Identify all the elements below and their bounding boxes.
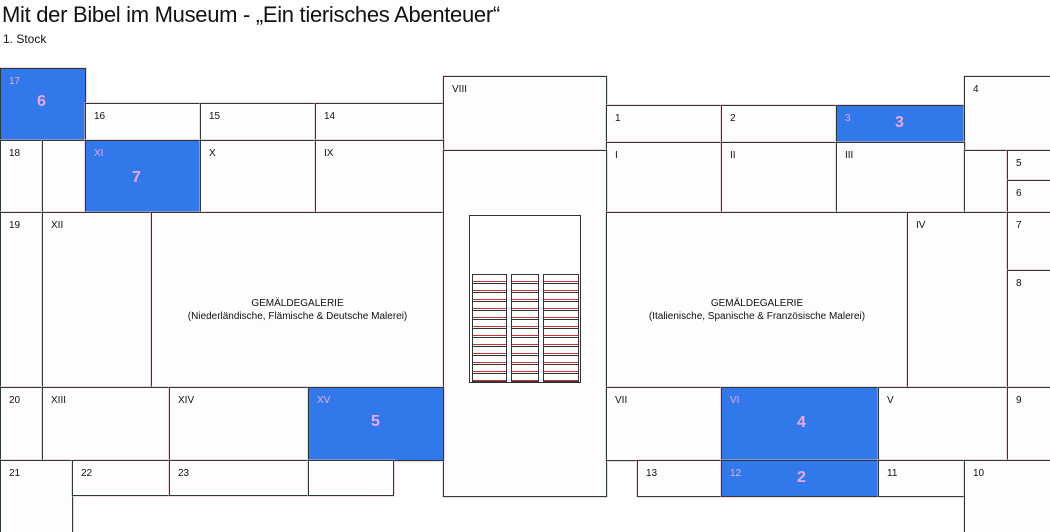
- stair-flight: [511, 274, 539, 382]
- room-6[interactable]: 6: [1007, 180, 1050, 213]
- room-16[interactable]: 16: [85, 103, 201, 141]
- room-label: III: [845, 150, 854, 161]
- room-label: 16: [94, 111, 106, 122]
- gallery-subtitle: (Italienische, Spanische & Französische …: [648, 311, 866, 322]
- room-label: 20: [9, 395, 21, 406]
- room-label: 4: [973, 84, 979, 95]
- room-IV[interactable]: IV: [907, 212, 1008, 388]
- room-label: XV: [317, 395, 331, 406]
- gallery-right[interactable]: GEMÄLDEGALERIE (Italienische, Spanische &…: [606, 212, 908, 388]
- room-X[interactable]: X: [200, 140, 316, 213]
- room-5[interactable]: 5: [1007, 150, 1050, 181]
- room-label: IV: [916, 220, 926, 231]
- room-label: 8: [1016, 278, 1022, 289]
- room-XV[interactable]: XV 5: [308, 387, 444, 461]
- room-19[interactable]: 19: [0, 212, 43, 388]
- room-label: XIII: [51, 395, 67, 406]
- room-label: VI: [730, 395, 740, 406]
- room-label: V: [887, 395, 894, 406]
- corridor-right[interactable]: [964, 150, 1008, 213]
- stair-flight: [472, 274, 507, 382]
- room-23[interactable]: 23: [169, 460, 309, 496]
- gallery-right-label: GEMÄLDEGALERIE (Italienische, Spanische &…: [607, 297, 907, 323]
- room-label: 19: [9, 220, 21, 231]
- room-10[interactable]: 10: [964, 460, 1050, 532]
- room-label: IX: [324, 148, 334, 159]
- room-label: 17: [9, 76, 21, 87]
- station-number: 7: [132, 169, 141, 186]
- room-VI[interactable]: VI 4: [721, 387, 879, 461]
- room-label: 7: [1016, 220, 1022, 231]
- room-VII[interactable]: VII: [606, 387, 722, 461]
- room-XIV[interactable]: XIV: [169, 387, 309, 461]
- room-label: 21: [9, 468, 21, 479]
- room-label: X: [209, 148, 216, 159]
- room-label: 14: [324, 111, 336, 122]
- room-label: 15: [209, 111, 221, 122]
- room-9[interactable]: 9: [1007, 387, 1050, 461]
- room-label: VII: [615, 395, 628, 406]
- room-18[interactable]: 18: [0, 140, 43, 213]
- room-label: 23: [178, 468, 190, 479]
- room-label: 18: [9, 148, 21, 159]
- room-XIII[interactable]: XIII: [42, 387, 170, 461]
- room-label: 11: [887, 468, 898, 479]
- room-label: 13: [646, 468, 658, 479]
- room-21[interactable]: 21: [0, 460, 73, 532]
- room-label: 9: [1016, 395, 1022, 406]
- room-18-annex[interactable]: [42, 140, 86, 213]
- staircase: [469, 215, 581, 383]
- station-number: 2: [797, 469, 806, 486]
- station-number: 5: [371, 413, 380, 430]
- page-title: Mit der Bibel im Museum - „Ein tierische…: [2, 2, 500, 27]
- room-I[interactable]: I: [606, 142, 722, 213]
- room-label: 22: [81, 468, 93, 479]
- gallery-title: GEMÄLDEGALERIE: [251, 298, 344, 309]
- room-label: 12: [730, 468, 742, 479]
- room-1[interactable]: 1: [606, 105, 722, 143]
- room-22[interactable]: 22: [72, 460, 170, 496]
- room-20[interactable]: 20: [0, 387, 43, 461]
- room-II[interactable]: II: [721, 142, 837, 213]
- room-IX[interactable]: IX: [315, 140, 444, 213]
- room-15[interactable]: 15: [200, 103, 316, 141]
- room-III[interactable]: III: [836, 142, 965, 213]
- room-label: XI: [94, 148, 104, 159]
- room-4[interactable]: 4: [964, 76, 1050, 151]
- room-VIII[interactable]: VIII: [443, 76, 607, 151]
- room-label: II: [730, 150, 736, 161]
- gallery-left-label: GEMÄLDEGALERIE (Niederländische, Flämisch…: [152, 297, 443, 323]
- room-11[interactable]: 11: [878, 460, 965, 497]
- room-12[interactable]: 12 2: [721, 460, 879, 497]
- station-number: 3: [895, 114, 904, 131]
- station-number: 6: [37, 93, 46, 110]
- room-label: 2: [730, 113, 736, 124]
- room-XI[interactable]: XI 7: [85, 140, 201, 213]
- room-label: XIV: [178, 395, 195, 406]
- room-unlabeled[interactable]: [308, 460, 394, 496]
- room-V[interactable]: V: [878, 387, 1008, 461]
- stair-flight: [543, 274, 579, 382]
- room-label: 10: [973, 468, 985, 479]
- room-label: 1: [615, 113, 621, 124]
- room-label: 6: [1016, 188, 1022, 199]
- room-label: 5: [1016, 158, 1022, 169]
- room-label: I: [615, 150, 618, 161]
- room-7[interactable]: 7: [1007, 212, 1050, 271]
- gallery-subtitle: (Niederländische, Flämische & Deutsche M…: [187, 311, 408, 322]
- room-8[interactable]: 8: [1007, 270, 1050, 388]
- room-14[interactable]: 14: [315, 103, 444, 141]
- gallery-left[interactable]: GEMÄLDEGALERIE (Niederländische, Flämisch…: [151, 212, 444, 388]
- room-13[interactable]: 13: [637, 460, 722, 497]
- room-label: XII: [51, 220, 64, 231]
- gallery-title: GEMÄLDEGALERIE: [710, 298, 804, 309]
- room-2[interactable]: 2: [721, 105, 837, 143]
- room-label: 3: [845, 113, 851, 124]
- room-17[interactable]: 17 6: [0, 68, 86, 141]
- floor-label: 1. Stock: [3, 32, 47, 46]
- room-XII[interactable]: XII: [42, 212, 152, 388]
- station-number: 4: [797, 414, 806, 431]
- room-label: VIII: [452, 84, 468, 95]
